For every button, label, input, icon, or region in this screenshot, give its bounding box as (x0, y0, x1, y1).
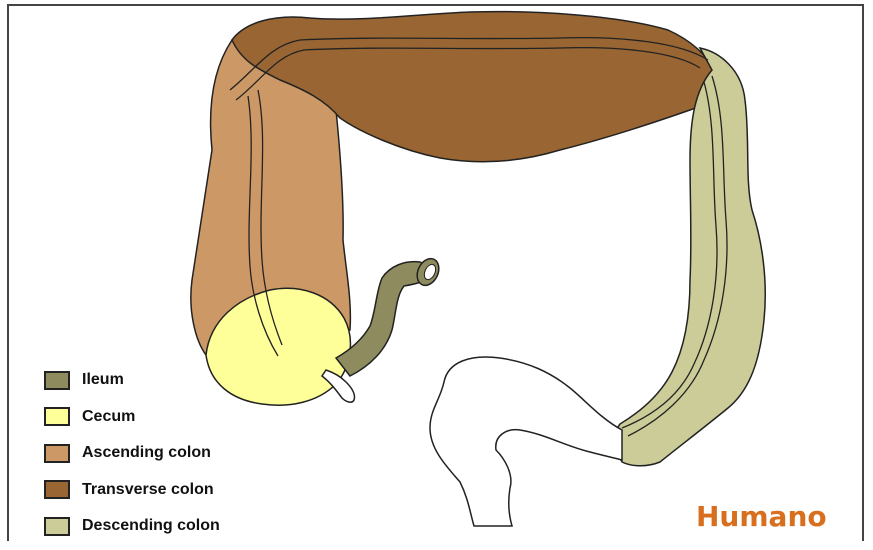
legend-swatch-cecum (44, 407, 70, 426)
legend-label: Cecum (82, 408, 135, 426)
legend-label: Transverse colon (82, 481, 214, 499)
legend-item-cecum: Cecum (44, 404, 220, 430)
caption-humano: Humano (696, 500, 827, 533)
legend-item-ascending-colon: Ascending colon (44, 440, 220, 466)
legend-label: Ascending colon (82, 444, 211, 462)
legend-swatch-ileum (44, 371, 70, 390)
legend-item-transverse-colon: Transverse colon (44, 477, 220, 503)
legend-label: Descending colon (82, 517, 220, 535)
legend-swatch-transverse-colon (44, 480, 70, 499)
legend-item-descending-colon: Descending colon (44, 513, 220, 539)
legend-swatch-ascending-colon (44, 444, 70, 463)
legend: Ileum Cecum Ascending colon Transverse c… (44, 367, 220, 550)
legend-label: Ileum (82, 371, 124, 389)
legend-swatch-descending-colon (44, 517, 70, 536)
sigmoid-colon (430, 357, 622, 526)
legend-item-ileum: Ileum (44, 367, 220, 393)
